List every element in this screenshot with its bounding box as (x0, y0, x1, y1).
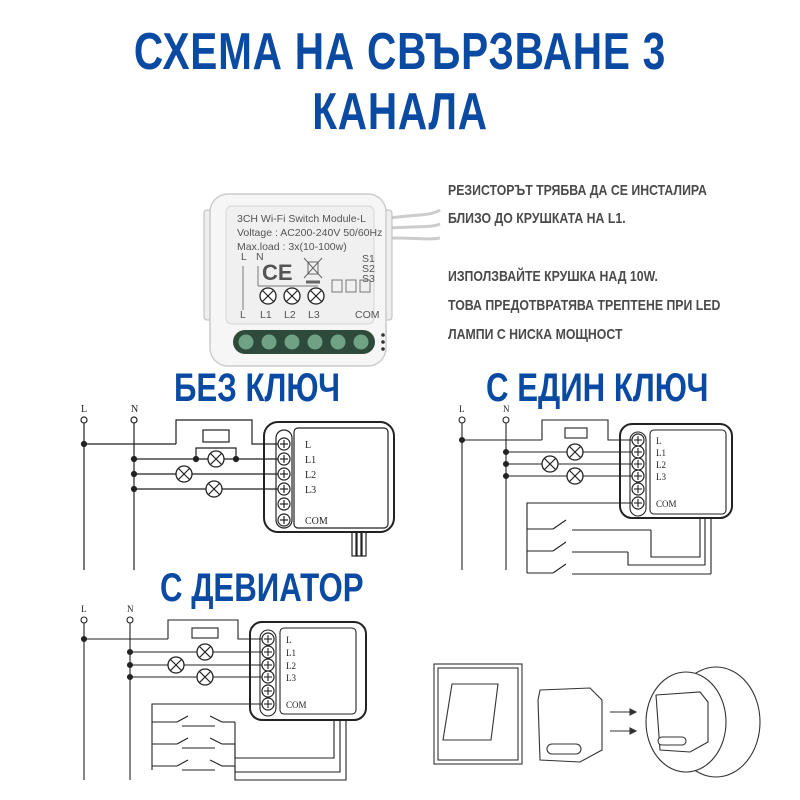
line-label: L (81, 604, 87, 614)
terminal-l3-label: L3 (305, 485, 316, 496)
module-bottom-com: COM (355, 309, 380, 321)
terminal-com-label: COM (656, 499, 677, 509)
section-title-one-switch: С ЕДИН КЛЮЧ (486, 366, 709, 410)
line-label: L (459, 404, 465, 414)
module-s2: S2 (362, 263, 375, 275)
diagram-one-switch: L N L L1 L2 L3 COM (458, 404, 733, 575)
terminal-l1-label: L1 (305, 455, 316, 466)
terminal-l-label: L (305, 440, 311, 451)
wall-switch-icon (442, 683, 499, 741)
module-bottom-l2: L2 (284, 309, 296, 321)
module-s1: S1 (362, 253, 375, 265)
note-line-4: ТОВА ПРЕДОТВРАТЯВА ТРЕПТЕНЕ ПРИ LED (448, 297, 721, 314)
module-label-l: L (241, 251, 247, 263)
section-title-deviator: С ДЕВИАТОР (160, 566, 364, 610)
module-voltage-text: Voltage : AC200-240V 50/60Hz (237, 227, 382, 239)
note-line-5: ЛАМПИ С НИСКА МОЩНОСТ (448, 326, 623, 343)
module-photo: 3CH Wi-Fi Switch Module-L Voltage : AC20… (203, 193, 441, 367)
terminal-com-label: COM (286, 700, 307, 710)
section-title-no-switch: БЕЗ КЛЮЧ (174, 366, 341, 410)
terminal-l2-label: L2 (656, 460, 666, 470)
module-model-text: 3CH Wi-Fi Switch Module-L (237, 213, 366, 225)
neutral-label: N (131, 404, 138, 415)
line-label: L (81, 404, 87, 415)
terminal-com-label: COM (305, 516, 328, 527)
terminal-l3-label: L3 (286, 673, 296, 683)
module-load-text: Max.load : 3x(10-100w) (237, 241, 347, 253)
ce-mark-icon: CE (262, 260, 293, 285)
terminal-l3-label: L3 (656, 472, 666, 482)
terminal-l-label: L (286, 635, 292, 645)
module-bottom-l: L (240, 309, 246, 321)
terminal-l-label: L (656, 436, 662, 446)
note-line-3: ИЗПОЛЗВАЙТЕ КРУШКА НАД 10W. (448, 268, 658, 285)
neutral-label: N (503, 404, 510, 414)
terminal-l1-label: L1 (656, 448, 666, 458)
terminal-l1-label: L1 (286, 648, 296, 658)
installation-illustration (433, 663, 761, 778)
module-s3: S3 (362, 273, 375, 285)
page-title: СХЕМА НА СВЪРЗВАНЕ 3 КАНАЛА (133, 23, 667, 141)
module-bottom-l3: L3 (308, 309, 320, 321)
note-line-1: РЕЗИСТОРЪТ ТРЯБВА ДА СЕ ИНСТАЛИРА (448, 182, 707, 199)
module-terminal-block (237, 333, 370, 351)
module-bottom-l1: L1 (260, 309, 272, 321)
module-label-n: N (256, 251, 264, 263)
diagram-no-switch: L N L L1 L2 L3 COM (80, 404, 395, 570)
terminal-l2-label: L2 (286, 661, 296, 671)
note-line-2: БЛИЗО ДО КРУШКАТА НА L1. (448, 210, 626, 227)
diagram-deviator: L N L L1 L2 L3 COM (80, 604, 367, 781)
weee-bin-icon (303, 257, 323, 284)
terminal-l2-label: L2 (305, 470, 316, 481)
neutral-label: N (127, 604, 134, 614)
